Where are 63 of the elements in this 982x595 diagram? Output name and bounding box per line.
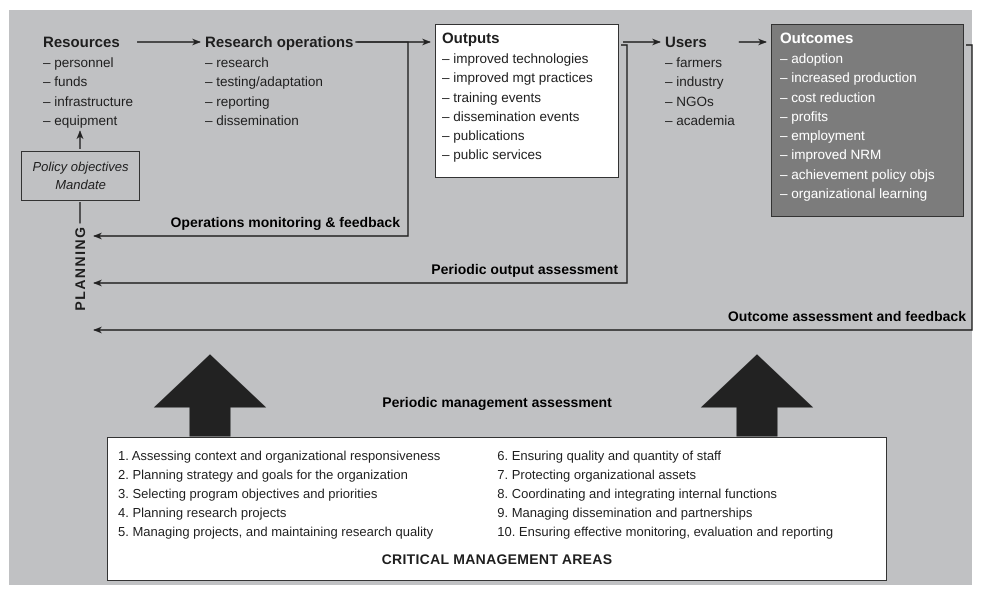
edge-label: Operations monitoring & feedback: [168, 214, 402, 230]
list-item: – dissemination events: [442, 108, 580, 126]
policy-text: Mandate: [55, 176, 106, 194]
node-heading: Outcomes: [780, 29, 854, 49]
block-arrow: [154, 354, 266, 436]
list-item: 6. Ensuring quality and quantity of staff: [497, 447, 722, 465]
caption-text: Periodic management assessment: [382, 394, 612, 410]
arrow: [93, 44, 628, 287]
list-item: 4. Planning research projects: [118, 504, 288, 522]
node-heading: Research operations: [205, 33, 354, 53]
vertical-label: PLANNING: [72, 225, 88, 311]
arrow: [76, 130, 84, 149]
box-heading: CRITICAL MANAGEMENT AREAS: [382, 551, 612, 567]
arrow: [93, 41, 409, 240]
policy-text: Policy objectives: [32, 158, 129, 176]
list-item: 3. Selecting program objectives and priorities: [118, 485, 378, 503]
list-item: – industry: [665, 73, 725, 92]
list-item: – academia: [665, 112, 735, 130]
list-item: – reporting: [205, 92, 271, 111]
arrow: [93, 44, 973, 334]
list-item: – equipment: [43, 112, 118, 130]
list-item: 9. Managing dissemination and partnerships: [497, 504, 754, 522]
list-item: – farmers: [665, 54, 724, 72]
list-item: – cost reduction: [780, 88, 876, 107]
list-item: – infrastructure: [43, 92, 134, 111]
output-box: [435, 24, 619, 178]
list-item: – personnel: [43, 54, 115, 72]
list-item: – funds: [43, 73, 88, 92]
list-item: – improved NRM: [780, 146, 882, 164]
list-item: – NGOs: [665, 92, 715, 111]
list-item: 10. Ensuring effective monitoring, evaluation and reporting: [497, 523, 834, 541]
arrow: [623, 38, 661, 46]
node-heading: Outputs: [442, 29, 500, 49]
list-item: – training events: [442, 88, 542, 107]
list-item: 8. Coordinating and integrating internal functions: [497, 485, 778, 503]
list-item: 1. Assessing context and organizational responsiveness: [118, 447, 442, 465]
arrow: [738, 38, 767, 46]
arrow: [137, 38, 201, 46]
outcome-box: [771, 24, 964, 217]
list-item: – profits: [780, 108, 830, 126]
list-item: 5. Managing projects, and maintaining research quality: [118, 523, 434, 541]
connector-line: [79, 202, 81, 224]
list-item: – adoption: [780, 50, 844, 68]
list-item: – achievement policy objs: [780, 166, 936, 184]
policy-box: [21, 151, 140, 201]
list-item: – testing/adaptation: [205, 73, 324, 92]
list-item: – dissemination: [205, 112, 300, 130]
edge-label: Outcome assessment and feedback: [726, 308, 968, 324]
list-item: – organizational learning: [780, 185, 928, 204]
list-item: – research: [205, 54, 270, 72]
list-item: – increased production: [780, 69, 918, 88]
list-item: 2. Planning strategy and goals for the organization: [118, 466, 409, 484]
management-areas-box: [107, 437, 887, 581]
list-item: – public services: [442, 146, 543, 164]
edge-label: Periodic output assessment: [429, 261, 620, 277]
list-item: – publications: [442, 127, 526, 146]
node-heading: Resources: [43, 33, 121, 53]
node-heading: Users: [665, 33, 708, 53]
list-item: – employment: [780, 127, 866, 146]
list-item: – improved technologies: [442, 50, 590, 68]
list-item: – improved mgt practices: [442, 69, 594, 88]
block-arrow: [700, 354, 814, 436]
list-item: 7. Protecting organizational assets: [497, 466, 697, 484]
